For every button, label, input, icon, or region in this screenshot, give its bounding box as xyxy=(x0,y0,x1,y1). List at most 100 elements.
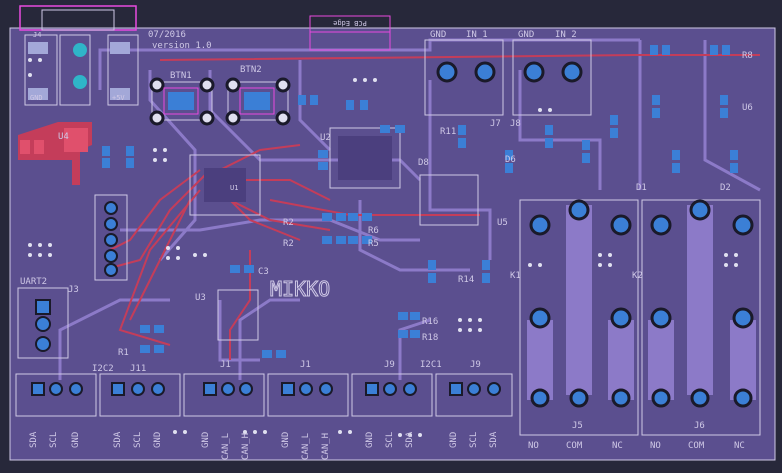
j2-header[interactable] xyxy=(94,194,128,281)
btn2[interactable]: BTN2 xyxy=(225,65,291,126)
pin-sda: SDA xyxy=(113,431,123,448)
j4-label: J4 xyxy=(33,31,41,39)
pin-gnd: GND xyxy=(201,432,211,448)
header-can-a[interactable]: J1 GND CAN_L CAN_H xyxy=(183,360,265,460)
header-i2c1-a[interactable]: J9 I2C1 GND SCL SDA xyxy=(351,360,442,448)
pin-sda: SDA xyxy=(405,431,415,448)
pin-nc: NC xyxy=(612,441,623,451)
pin-com: COM xyxy=(688,441,705,451)
header-i2c2-b[interactable]: J11 SDA SCL GND xyxy=(99,364,181,448)
i2c1-label: I2C1 xyxy=(420,360,442,370)
r8-label: R8 xyxy=(742,51,753,61)
u3-label: U3 xyxy=(195,293,206,303)
usb-outline xyxy=(41,9,115,31)
d8-label: D8 xyxy=(418,158,429,168)
j7-gnd-label: GND xyxy=(430,30,446,40)
pin-no: NO xyxy=(650,441,661,451)
pin-scl: SCL xyxy=(469,432,479,448)
r6-label: R6 xyxy=(368,226,379,236)
ref-labels: R6 R5 R2 R2 R16 R18 R1 R14 R11 R8 C3 D8 … xyxy=(118,51,753,358)
pin-can-l: CAN_L xyxy=(221,433,231,460)
r1-label: R1 xyxy=(118,348,129,358)
u4-label: U4 xyxy=(58,132,69,142)
pin-sda: SDA xyxy=(489,431,499,448)
u3-ic[interactable]: U3 xyxy=(195,289,259,341)
btn1[interactable]: BTN1 xyxy=(149,71,215,126)
pin-can-h: CAN_H xyxy=(321,433,331,460)
u6-ic[interactable]: U6 xyxy=(742,103,753,113)
u6-label: U6 xyxy=(742,103,753,113)
pin-gnd: GND xyxy=(153,432,163,448)
r5-label: R5 xyxy=(368,239,379,249)
d1-label: D1 xyxy=(636,183,647,193)
pin-gnd: GND xyxy=(449,432,459,448)
pin-gnd: GND xyxy=(71,432,81,448)
j4-vcc-label: +5V xyxy=(112,94,125,102)
d6-label: D6 xyxy=(505,155,516,165)
j5-label: J5 xyxy=(572,421,583,431)
logo: MIKKO xyxy=(270,277,330,301)
j8-in2-label: IN_2 xyxy=(555,30,577,40)
relay-terminal-j5[interactable]: J5 NO COM NC xyxy=(528,199,632,451)
r18-label: R18 xyxy=(422,333,438,343)
r14-label: R14 xyxy=(458,275,474,285)
pin-can-h: CAN_H xyxy=(241,433,251,460)
version-text: version 1.0 xyxy=(152,41,212,51)
j8-terminal[interactable]: GND IN_2 J8 xyxy=(510,30,592,129)
j9-label-2: J9 xyxy=(470,360,481,370)
j7-terminal[interactable]: GND IN_1 J7 xyxy=(424,30,504,129)
pcb-edge-label: PCB Edge xyxy=(333,19,367,27)
j7-in1-label: IN_1 xyxy=(466,30,488,40)
smd-pads xyxy=(102,45,738,358)
j11-label: J11 xyxy=(130,364,146,374)
pin-com: COM xyxy=(566,441,583,451)
u1-label: U1 xyxy=(230,184,238,192)
vias xyxy=(28,58,738,437)
uart2-label: UART2 xyxy=(20,277,47,287)
pin-no: NO xyxy=(528,441,539,451)
pin-scl: SCL xyxy=(133,432,143,448)
btn2-label: BTN2 xyxy=(240,65,262,75)
u2-ic[interactable]: U2 xyxy=(320,127,401,189)
r16-label: R16 xyxy=(422,317,438,327)
r2-label: R2 xyxy=(283,218,294,228)
date-text: 07/2016 xyxy=(148,30,186,40)
relay-terminal-j6[interactable]: J6 NO COM NC xyxy=(650,199,754,451)
courtyard-outlines xyxy=(163,31,391,115)
u5-ic[interactable]: U5 xyxy=(419,174,508,228)
j6-label: J6 xyxy=(694,421,705,431)
bottom-headers: I2C2 SDA SCL GND J11 SDA SCL GND J1 GND … xyxy=(15,360,513,460)
k2-label: K2 xyxy=(632,271,643,281)
j8-label: J8 xyxy=(510,119,521,129)
c3-label: C3 xyxy=(258,267,269,277)
relay-copper xyxy=(527,205,756,400)
uart2-connector[interactable]: UART2 J3 xyxy=(17,277,79,359)
header-i2c2-a[interactable]: I2C2 SDA SCL GND xyxy=(15,364,114,448)
pin-scl: SCL xyxy=(49,432,59,448)
u5-label: U5 xyxy=(497,218,508,228)
u4-regulator[interactable]: U4 xyxy=(18,122,92,185)
u2-label: U2 xyxy=(320,133,331,143)
j4-connector[interactable]: J4 GND +5V xyxy=(24,31,139,106)
d2-label: D2 xyxy=(720,183,731,193)
pin-can-l: CAN_L xyxy=(301,433,311,460)
pin-scl: SCL xyxy=(385,432,395,448)
pin-gnd: GND xyxy=(365,432,375,448)
btn1-label: BTN1 xyxy=(170,71,192,81)
j1-label: J1 xyxy=(220,360,231,370)
j3-label: J3 xyxy=(68,285,79,295)
j9-label: J9 xyxy=(384,360,395,370)
r11-label: R11 xyxy=(440,127,456,137)
u1-mcu[interactable]: U1 xyxy=(189,154,261,216)
j4-gnd-label: GND xyxy=(30,94,43,102)
k1-label: K1 xyxy=(510,271,521,281)
j7-label: J7 xyxy=(490,119,501,129)
pin-nc: NC xyxy=(734,441,745,451)
header-i2c1-b[interactable]: J9 GND SCL SDA xyxy=(435,360,513,448)
r2-label-2: R2 xyxy=(283,239,294,249)
j1-label-2: J1 xyxy=(300,360,311,370)
header-can-b[interactable]: J1 GND CAN_L CAN_H xyxy=(267,360,349,460)
pin-gnd: GND xyxy=(281,432,291,448)
